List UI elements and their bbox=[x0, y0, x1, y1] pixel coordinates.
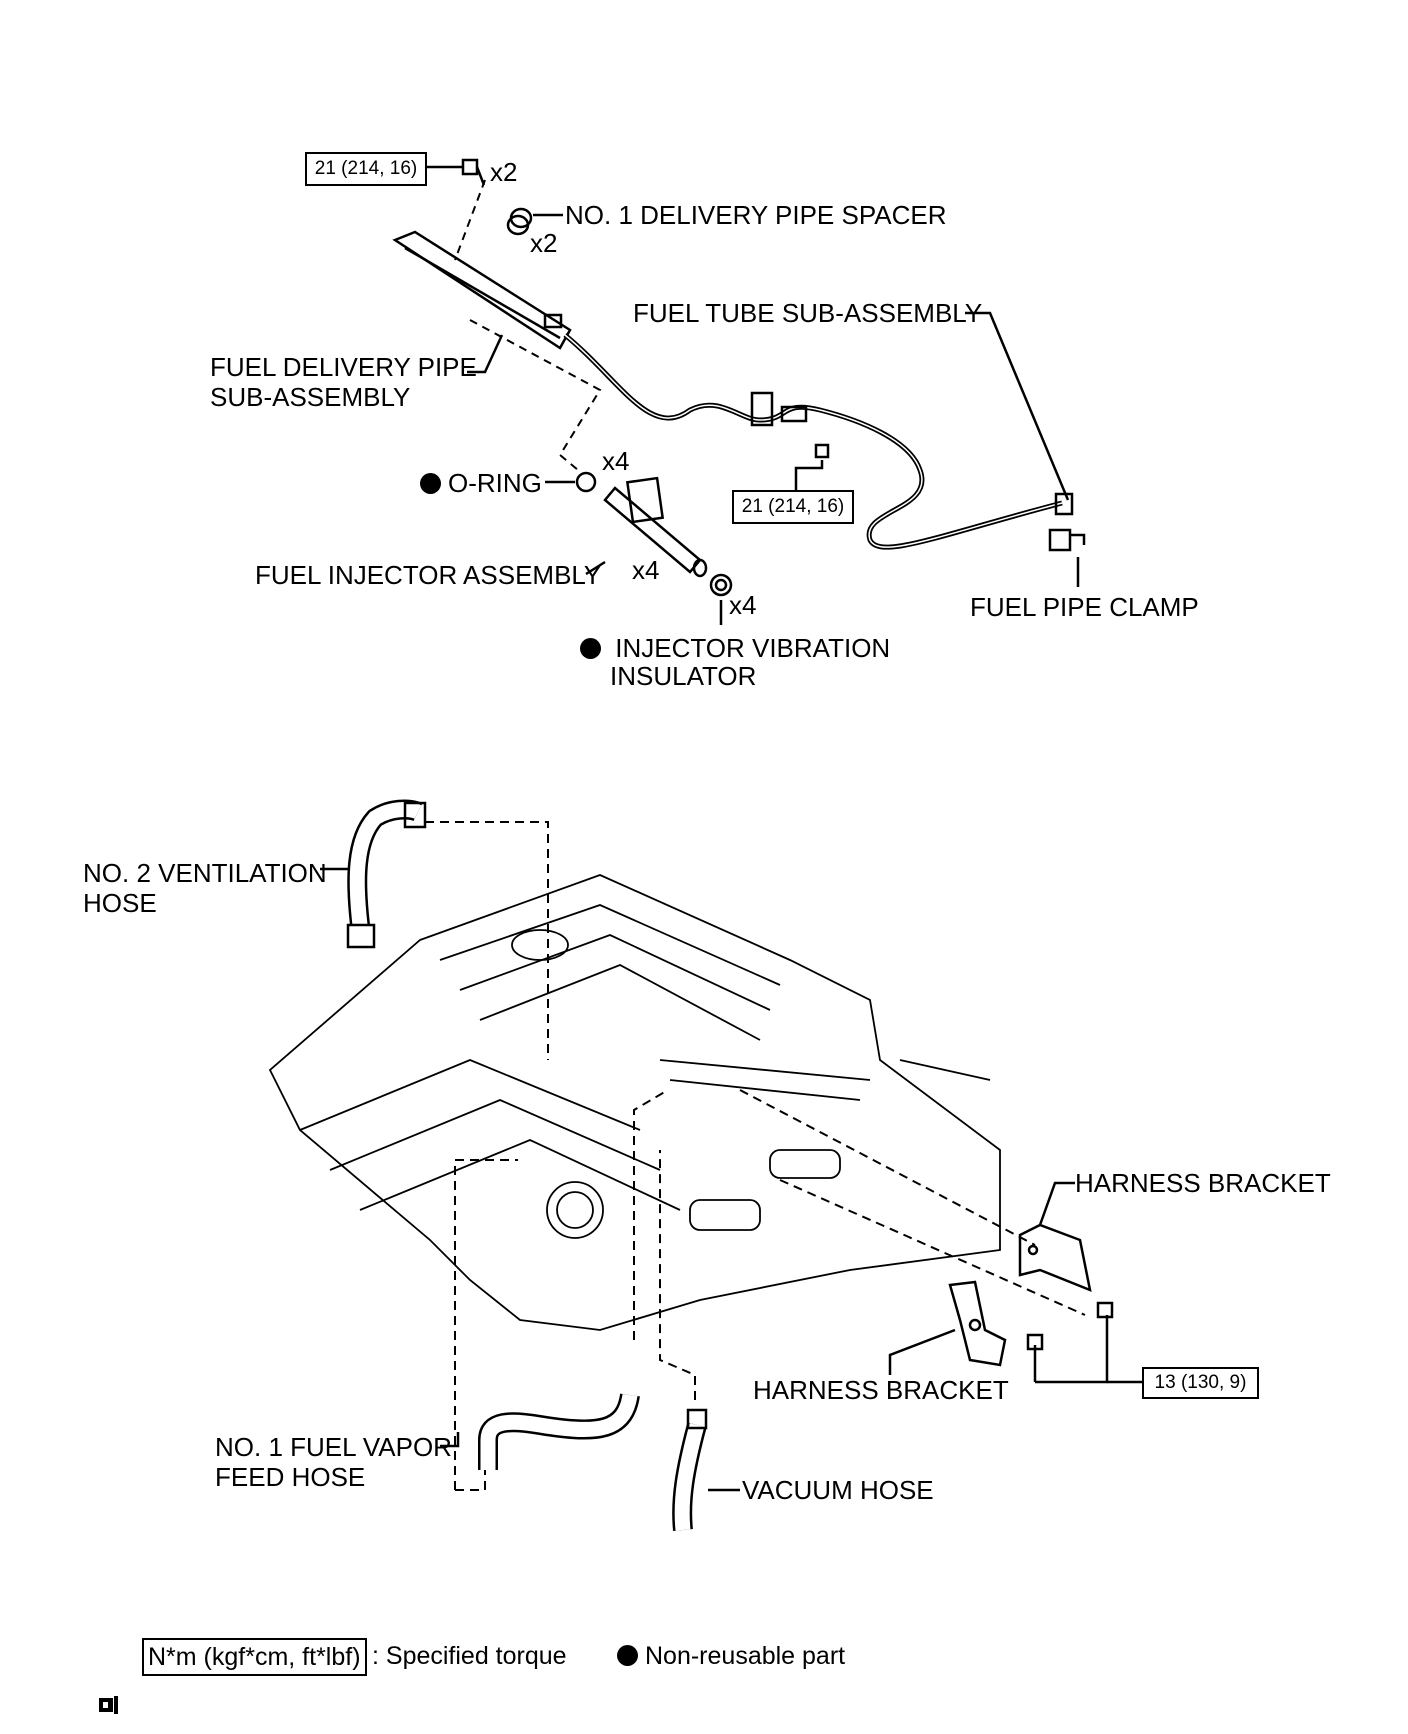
torque-spec-bracket-bolts: 13 (130, 9) bbox=[1142, 1367, 1259, 1399]
fuel-injector-part bbox=[603, 476, 708, 578]
leader-lines-top bbox=[427, 165, 1080, 625]
harness-bracket-upper-part bbox=[1018, 1223, 1092, 1293]
dashed-guides-top bbox=[454, 179, 602, 471]
leader-lines-bottom bbox=[320, 867, 1142, 1492]
fuel-tube-part bbox=[563, 333, 1086, 552]
fuel-delivery-pipe-part bbox=[392, 230, 572, 350]
label-delivery-pipe-spacer: NO. 1 DELIVERY PIPE SPACER bbox=[565, 200, 947, 230]
label-fuel-delivery-pipe-line2: SUB-ASSEMBLY bbox=[210, 382, 411, 412]
label-insulator-line1: INJECTOR VIBRATION bbox=[615, 633, 891, 663]
qty-delivery-pipe-spacer: x2 bbox=[530, 228, 558, 258]
label-fuel-pipe-clamp: FUEL PIPE CLAMP bbox=[970, 592, 1199, 622]
no2-ventilation-hose-part bbox=[346, 799, 427, 949]
torque-spec-delivery-pipe-bolt: 21 (214, 16) bbox=[305, 152, 427, 186]
label-insulator-line2: INSULATOR bbox=[610, 661, 757, 691]
delivery-pipe-spacer-part bbox=[506, 207, 533, 236]
engine-outline bbox=[268, 874, 1001, 1331]
qty-delivery-pipe-bolt: x2 bbox=[490, 157, 518, 187]
legend-non-reusable-part: Non-reusable part bbox=[617, 1641, 845, 1671]
legend-torque-description: : Specified torque bbox=[372, 1642, 567, 1670]
no1-fuel-vapor-feed-hose-part bbox=[478, 1393, 640, 1470]
label-harness-bracket-lower: HARNESS BRACKET bbox=[753, 1375, 1009, 1405]
label-fuel-injector-assembly: FUEL INJECTOR ASSEMBLY bbox=[255, 560, 602, 590]
label-fuel-delivery-pipe: FUEL DELIVERY PIPE SUB-ASSEMBLY bbox=[210, 352, 477, 412]
qty-injector-insulator: x4 bbox=[729, 590, 757, 620]
torque-spec-fuel-tube-bolt: 21 (214, 16) bbox=[732, 490, 854, 524]
label-vent-hose-line1: NO. 2 VENTILATION bbox=[83, 858, 327, 888]
label-vapor-hose-line1: NO. 1 FUEL VAPOR bbox=[215, 1432, 452, 1462]
label-vent-hose-line2: HOSE bbox=[83, 888, 157, 918]
legend-torque-key: N*m (kgf*cm, ft*lbf) bbox=[142, 1638, 367, 1676]
label-vapor-hose-line2: FEED HOSE bbox=[215, 1462, 366, 1492]
bracket-bolts-part bbox=[1026, 1301, 1114, 1351]
label-no1-fuel-vapor-feed-hose: NO. 1 FUEL VAPOR FEED HOSE bbox=[215, 1432, 452, 1492]
vacuum-hose-part bbox=[672, 1408, 708, 1531]
qty-o-ring: x4 bbox=[602, 446, 630, 476]
label-no2-ventilation-hose: NO. 2 VENTILATION HOSE bbox=[83, 858, 327, 918]
label-fuel-delivery-pipe-line1: FUEL DELIVERY PIPE bbox=[210, 352, 477, 382]
bolt-top bbox=[461, 158, 486, 186]
label-fuel-tube-sub-assembly: FUEL TUBE SUB-ASSEMBLY bbox=[633, 298, 983, 328]
label-injector-vibration-insulator: INJECTOR VIBRATION bbox=[580, 633, 890, 663]
harness-bracket-lower-part bbox=[948, 1280, 1007, 1367]
label-harness-bracket-upper: HARNESS BRACKET bbox=[1075, 1168, 1331, 1198]
label-o-ring: O-RING bbox=[420, 468, 542, 498]
corner-mark-icon bbox=[99, 1696, 118, 1714]
qty-fuel-injector: x4 bbox=[632, 555, 660, 585]
label-vacuum-hose: VACUUM HOSE bbox=[742, 1475, 934, 1505]
o-ring-part bbox=[575, 471, 597, 493]
insulator-part bbox=[709, 573, 733, 597]
